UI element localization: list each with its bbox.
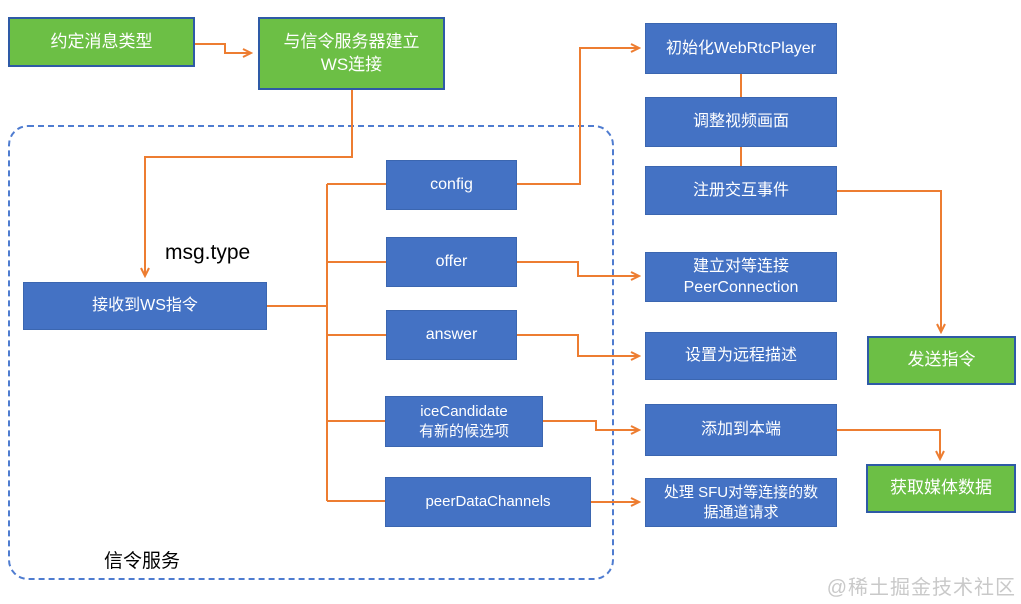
connector-answer-to-remotedescription: [517, 334, 639, 356]
node-register-interaction-events: 注册交互事件: [645, 166, 837, 215]
node-config: config: [386, 160, 517, 210]
node-add-to-local: 添加到本端: [645, 404, 837, 456]
node-init-webrtc-player: 初始化WebRtcPlayer: [645, 23, 837, 74]
node-agree-message-type: 约定消息类型: [8, 17, 195, 67]
msg-type-label: msg.type: [165, 241, 251, 264]
connector-addlocal-to-getmedia: [837, 429, 940, 459]
node-offer: offer: [386, 237, 517, 287]
node-receive-ws-command: 接收到WS指令: [23, 282, 267, 330]
node-set-remote-description: 设置为远程描述: [645, 332, 837, 380]
signaling-service-label: 信令服务: [104, 551, 181, 572]
signaling-service-container: [8, 125, 614, 580]
connector-icecandidate-to-addlocal: [543, 420, 639, 430]
node-ice-candidate: iceCandidate 有新的候选项: [385, 396, 543, 447]
node-peer-connection: 建立对等连接 PeerConnection: [645, 252, 837, 302]
node-get-media-data: 获取媒体数据: [866, 464, 1016, 513]
node-send-command: 发送指令: [867, 336, 1016, 385]
watermark: @稀土掘金技术社区: [826, 577, 1016, 599]
connector-registerevents-to-sendcommand: [837, 190, 941, 332]
node-ws-connect: 与信令服务器建立 WS连接: [258, 17, 445, 90]
node-adjust-video: 调整视频画面: [645, 97, 837, 147]
connector-agree-to-wsconnect: [195, 43, 251, 53]
connector-wsconnect-to-receive: [145, 90, 353, 276]
node-answer: answer: [386, 310, 517, 360]
connector-config-to-initplayer: [517, 48, 639, 185]
node-peer-data-channels: peerDataChannels: [385, 477, 591, 527]
node-handle-sfu-data-channel: 处理 SFU对等连接的数 据通道请求: [645, 478, 837, 527]
connector-offer-to-peerconnection: [517, 261, 639, 276]
